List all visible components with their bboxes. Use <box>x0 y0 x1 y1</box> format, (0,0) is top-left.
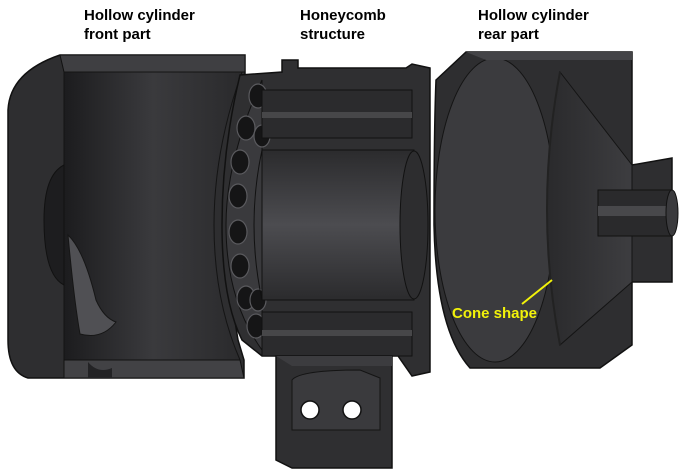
label-honeycomb: Honeycomb structure <box>300 6 386 44</box>
label-honeycomb-line1: Honeycomb <box>300 7 386 24</box>
mount-hole-right <box>342 400 362 420</box>
label-rear-line1: Hollow cylinder <box>478 7 589 24</box>
mount-hole-left <box>300 400 320 420</box>
honeycomb-structure <box>221 59 431 469</box>
rear-part <box>433 51 679 369</box>
label-rear-line2: rear part <box>478 26 539 43</box>
label-front-line1: Hollow cylinder <box>84 7 195 24</box>
front-part <box>7 54 246 379</box>
honeycomb-holes <box>228 83 271 339</box>
cone-shape-label: Cone shape <box>452 305 538 322</box>
label-honeycomb-line2: structure <box>300 26 366 43</box>
label-front-part: Hollow cylinder front part <box>84 6 195 44</box>
cone-annotation-line <box>521 279 553 305</box>
label-front-line2: front part <box>84 26 151 43</box>
label-rear-part: Hollow cylinder rear part <box>478 6 589 44</box>
